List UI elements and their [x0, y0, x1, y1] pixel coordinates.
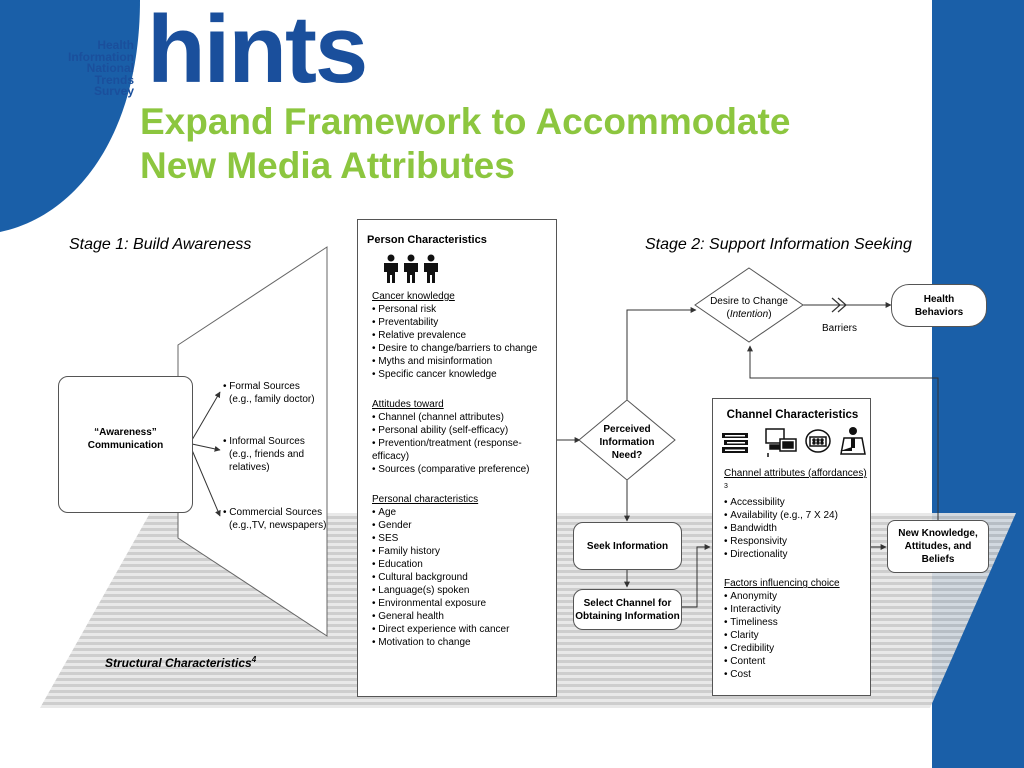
list-item: Myths and misinformation [372, 355, 556, 368]
channel-characteristics-box: Channel Characteristics [712, 398, 871, 696]
list-item: Accessibility [724, 496, 870, 509]
list-item: Prevention/treatment (response-efficacy) [372, 437, 556, 463]
list-item: Personal risk [372, 303, 556, 316]
cancer-knowledge-heading: Cancer knowledge [372, 291, 455, 302]
channel-attributes-list: Accessibility Availability (e.g., 7 X 24… [724, 496, 870, 561]
list-item: Interactivity [724, 603, 870, 616]
informal-sources: • Informal Sources (e.g., friends and re… [223, 436, 305, 473]
list-item: Desire to change/barriers to change [372, 342, 556, 355]
books-icon [722, 433, 748, 453]
list-item: Credibility [724, 642, 870, 655]
list-item: Sources (comparative preference) [372, 463, 556, 476]
list-item: Preventability [372, 316, 556, 329]
health-behaviors-box: Health Behaviors [891, 284, 987, 327]
factors-heading: Factors influencing choice [724, 578, 840, 590]
personal-characteristics-list: Age Gender SES Family history Education … [372, 506, 556, 649]
logo-blue-circle [0, 0, 140, 232]
list-item: Availability (e.g., 7 X 24) [724, 509, 870, 522]
list-item: Personal ability (self-efficacy) [372, 424, 556, 437]
desire-to-change-label: Desire to Change (Intention) [710, 296, 788, 320]
barriers-icon [831, 297, 847, 313]
list-item: Responsivity [724, 535, 870, 548]
perceived-need-label: Perceived Information Need? [599, 424, 655, 461]
attitudes-list: Channel (channel attributes) Personal ab… [372, 411, 556, 476]
list-item: Timeliness [724, 616, 870, 629]
channel-characteristics-title: Channel Characteristics [726, 409, 859, 421]
list-item: SES [372, 532, 556, 545]
seek-information-box: Seek Information [573, 522, 682, 570]
structural-characteristics-label: Structural Characteristics4 [105, 655, 257, 670]
person-characteristics-title: Person Characteristics [367, 234, 487, 246]
personal-characteristics-heading: Personal characteristics [372, 494, 479, 505]
page-title: Expand Framework to Accommodate New Medi… [140, 101, 791, 186]
desire-diamond [694, 267, 804, 343]
list-item: Language(s) spoken [372, 584, 556, 597]
list-item: Relative prevalence [372, 329, 556, 342]
barriers-label: Barriers [822, 323, 858, 334]
phone-icon [805, 429, 831, 453]
select-channel-box: Select Channel for Obtaining Information [573, 589, 682, 630]
list-item: Environmental exposure [372, 597, 556, 610]
list-item: Specific cancer knowledge [372, 368, 556, 381]
stage2-label: Stage 2: Support Information Seeking [645, 236, 912, 253]
awareness-communication-box: “Awareness” Communication [58, 376, 193, 513]
people-icon [382, 254, 556, 286]
list-item: Anonymity [724, 590, 870, 603]
list-item: Directionality [724, 548, 870, 561]
hints-logo-subtitle: Health Information National Trends Surve… [68, 38, 134, 98]
list-item: Age [372, 506, 556, 519]
list-item: General health [372, 610, 556, 623]
formal-sources: • Formal Sources (e.g., family doctor) [223, 381, 315, 405]
channel-attributes-heading: Channel attributes (affordances) 3 [724, 468, 867, 490]
list-item: Cultural background [372, 571, 556, 584]
list-item: Motivation to change [372, 636, 556, 649]
person-characteristics-box: Person Characteristics Cancer knowledge … [357, 219, 557, 697]
list-item: Clarity [724, 629, 870, 642]
new-knowledge-box: New Knowledge, Attitudes, and Beliefs [887, 520, 989, 573]
list-item: Cost [724, 668, 870, 681]
list-item: Channel (channel attributes) [372, 411, 556, 424]
stage1-label: Stage 1: Build Awareness [69, 236, 252, 253]
list-item: Content [724, 655, 870, 668]
attitudes-heading: Attitudes toward [372, 399, 444, 410]
computer-icon [765, 428, 797, 457]
list-item: Education [372, 558, 556, 571]
perceived-diamond [578, 399, 676, 481]
media-icons [720, 425, 870, 459]
factors-list: Anonymity Interactivity Timeliness Clari… [724, 590, 870, 681]
list-item: Bandwidth [724, 522, 870, 535]
list-item: Gender [372, 519, 556, 532]
list-item: Direct experience with cancer [372, 623, 556, 636]
doctor-icon [840, 427, 866, 455]
cancer-knowledge-list: Personal risk Preventability Relative pr… [372, 303, 556, 381]
commercial-sources: • Commercial Sources (e.g.,TV, newspaper… [223, 507, 327, 531]
list-item: Family history [372, 545, 556, 558]
hints-logo-word: hints [147, 0, 368, 103]
